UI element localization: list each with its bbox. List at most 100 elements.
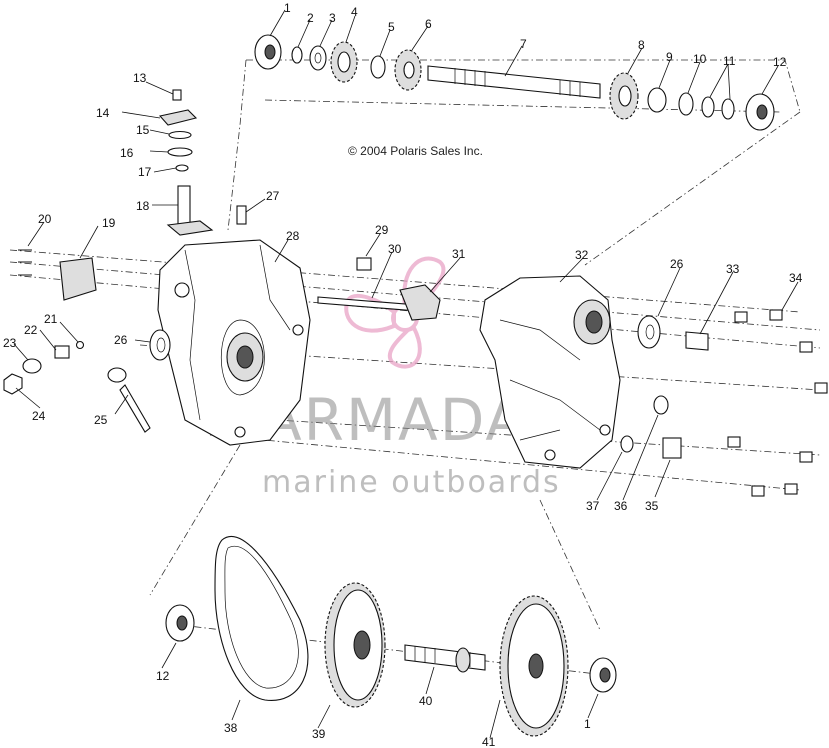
bolt-34g	[751, 485, 765, 497]
ring-11b	[721, 98, 735, 120]
watermark-brand: ARMADA	[262, 386, 527, 454]
part-label: 7	[520, 37, 527, 51]
bearing-1	[254, 34, 282, 70]
part-label: 25	[94, 413, 108, 427]
part-label: 20	[38, 212, 52, 226]
leader-lines	[13, 9, 799, 739]
part-label: 1	[584, 717, 591, 731]
part-label: 27	[266, 189, 280, 203]
bearing-1-lower	[589, 657, 617, 693]
sprocket-39	[324, 582, 386, 708]
oring-37	[620, 435, 634, 453]
spring-22	[54, 345, 70, 359]
bolt-34b	[769, 309, 783, 321]
washer-5	[370, 55, 386, 79]
shaft-7	[427, 65, 601, 99]
part-label: 24	[32, 409, 46, 423]
part-label: 2	[307, 11, 314, 25]
part-label: 12	[156, 669, 170, 683]
part-label: 33	[726, 262, 740, 276]
part-label: 19	[102, 216, 116, 230]
bushing-9	[647, 87, 667, 113]
part-label: 26	[114, 333, 128, 347]
shaft-40	[404, 644, 486, 673]
fork-31	[399, 284, 441, 321]
part-label: 40	[419, 694, 433, 708]
bolt-34h	[784, 483, 798, 495]
copyright-notice: © 2004 Polaris Sales Inc.	[348, 144, 483, 158]
seal-26-right	[637, 315, 661, 349]
shaft-18	[166, 185, 214, 236]
part-label: 4	[351, 5, 358, 19]
armada-logo-watermark: ARMADA marine outboards	[262, 256, 561, 500]
part-label: 29	[375, 223, 389, 237]
dowel-27	[236, 205, 247, 225]
dipstick-25	[107, 367, 151, 433]
part-label: 28	[286, 229, 300, 243]
part-label: 5	[388, 20, 395, 34]
bracket-14	[158, 109, 198, 126]
part-label: 23	[3, 336, 17, 350]
part-label: 3	[329, 11, 336, 25]
bolt-34e	[727, 436, 741, 448]
gear-8	[609, 72, 639, 120]
part-label: 18	[136, 199, 150, 213]
gear-4	[330, 41, 358, 83]
watermark-tagline: marine outboards	[262, 465, 561, 500]
ring-10	[678, 92, 694, 116]
chain-38	[214, 536, 309, 701]
bolt-34d	[814, 382, 828, 394]
plug-29	[356, 257, 372, 271]
left-side-parts	[3, 249, 171, 433]
left-housing-28	[157, 239, 311, 446]
washer-23	[22, 358, 42, 374]
part-label: 41	[482, 735, 496, 748]
ring-11a	[701, 96, 715, 118]
part-label: 16	[120, 146, 134, 160]
part-label: 14	[96, 106, 110, 120]
center-parts	[317, 257, 441, 321]
seal-26-left	[149, 329, 171, 361]
part-number-labels: 1 2 3 4 5 6 7 8 9 10 11 12 13 14 15 16 1…	[3, 1, 803, 748]
part-label: 34	[789, 271, 803, 285]
part-label: 6	[425, 17, 432, 31]
oring-16	[167, 147, 193, 157]
clip-17	[175, 164, 189, 172]
right-side-parts	[620, 309, 828, 497]
bolt-34a	[734, 311, 748, 323]
washer-15	[168, 130, 192, 140]
part-label: 8	[638, 38, 645, 52]
part-label: 31	[452, 247, 466, 261]
label-33	[685, 331, 709, 351]
selector-assembly	[158, 89, 247, 236]
part-label: 37	[586, 499, 600, 513]
part-label: 35	[645, 499, 659, 513]
bolt-13	[172, 89, 182, 101]
screws-20	[18, 249, 32, 276]
washer-3	[309, 45, 327, 71]
part-label: 1	[284, 1, 291, 15]
part-label: 9	[666, 50, 673, 64]
part-label: 36	[614, 499, 628, 513]
bearing-12-lower	[165, 604, 195, 642]
part-label: 38	[224, 721, 238, 735]
right-housing-32	[479, 275, 621, 469]
bolt-34c	[799, 341, 813, 353]
fitting-35	[662, 437, 682, 459]
ring-2	[291, 46, 303, 64]
part-label: 15	[136, 123, 150, 137]
part-label: 17	[138, 165, 152, 179]
upper-shaft-assembly	[254, 34, 775, 131]
part-label: 32	[575, 248, 589, 262]
ball-21	[75, 340, 85, 350]
part-label: 13	[133, 71, 147, 85]
cover-19	[59, 257, 97, 301]
sprocket-41	[499, 595, 569, 737]
part-label: 39	[312, 727, 326, 741]
bolt-34f	[799, 451, 813, 463]
part-label: 30	[388, 242, 402, 256]
part-label: 10	[693, 52, 707, 66]
lower-drive-assembly	[165, 536, 617, 737]
bearing-12	[745, 93, 775, 131]
